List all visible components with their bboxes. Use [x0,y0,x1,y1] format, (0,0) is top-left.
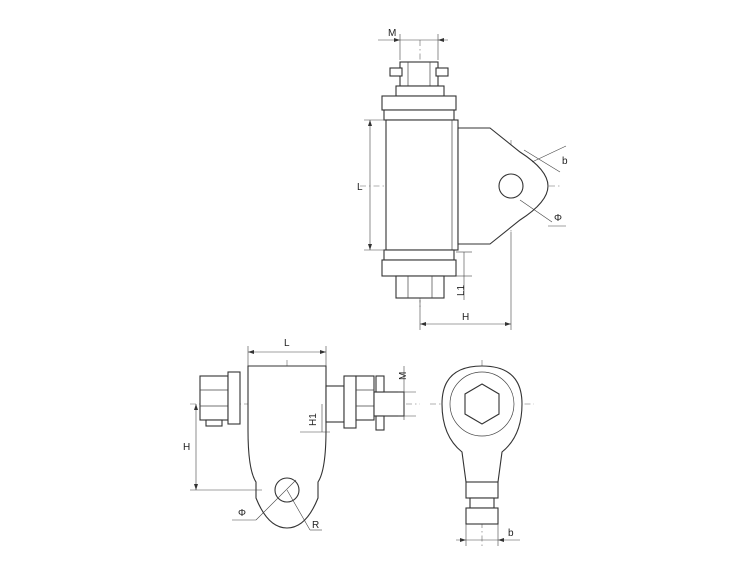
left-h1-label: H1 [308,413,319,426]
left-h-label: H [183,442,190,453]
right-b-label: b [508,528,514,539]
top-h-label: H [462,312,469,323]
top-l-label: L [357,182,363,193]
left-r-label: R [312,520,319,531]
top-b-label: b [562,156,568,167]
top-l1-label: L1 [456,284,467,296]
side-view: b [430,360,534,548]
front-view: L H H1 M Φ R [183,338,420,531]
top-m-label: M [388,28,396,39]
left-l-label: L [284,338,290,349]
left-m-label: M [398,372,409,380]
top-view: M L L1 H b Φ [357,28,568,330]
left-phi-label: Φ [238,508,246,519]
top-phi-label: Φ [554,213,562,224]
